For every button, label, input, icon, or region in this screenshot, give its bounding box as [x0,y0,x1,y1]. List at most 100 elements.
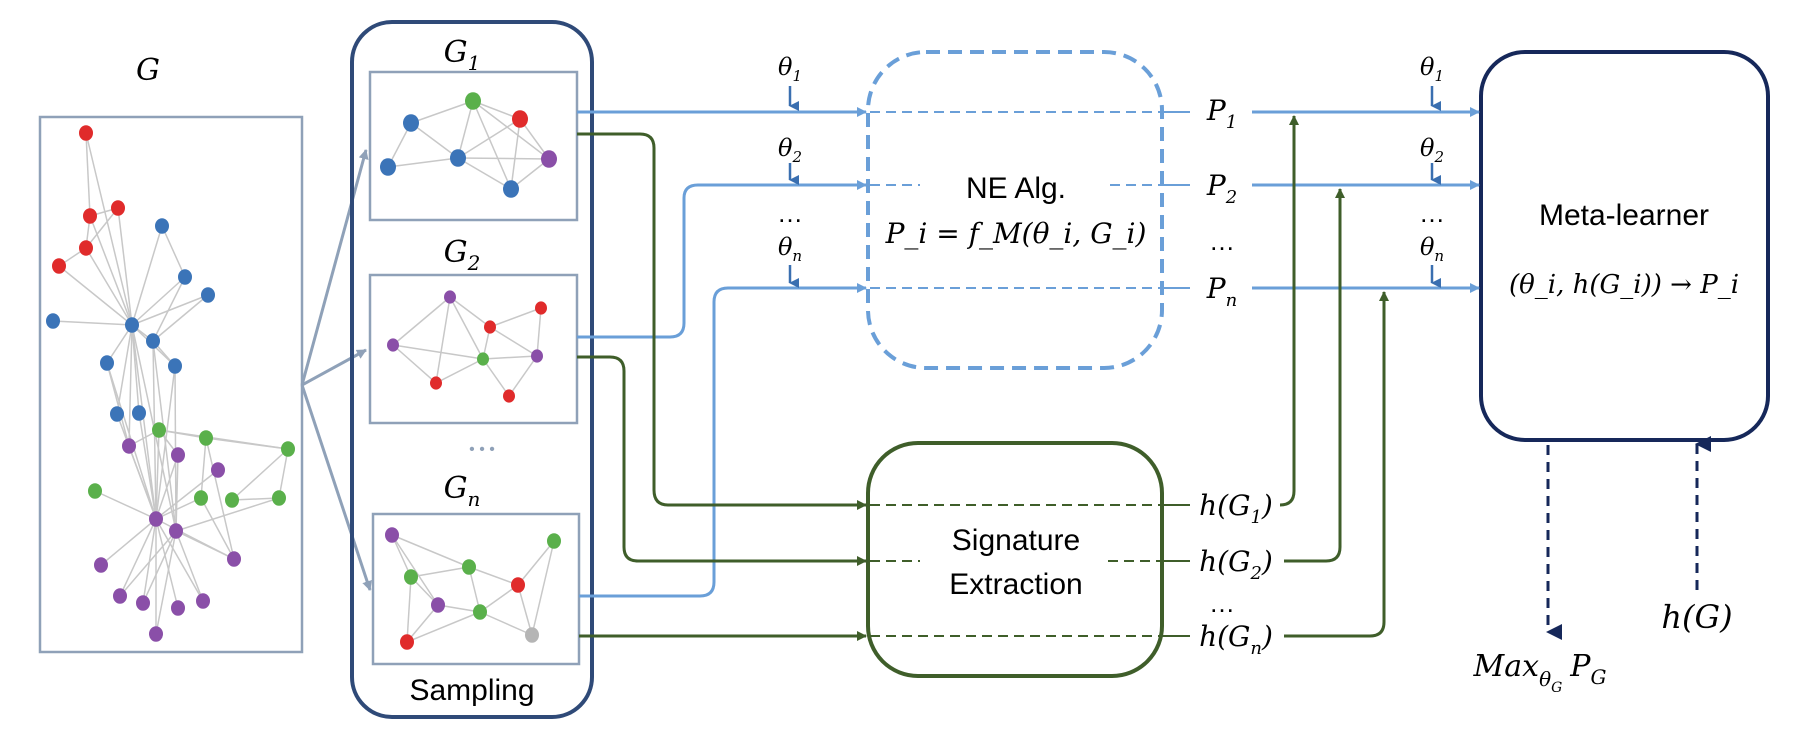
graph-node [178,269,192,285]
graph-node [462,559,476,575]
graph-node [430,376,442,390]
graph-node [149,626,163,642]
graph-edge [391,534,412,578]
meta-learner-box [1479,50,1770,442]
graph-edge [85,132,91,217]
signature-to-meta-lines [1279,115,1389,638]
graph-edge [468,566,481,613]
graph-edge [531,540,555,636]
graph-edge [457,157,550,160]
graph-node [83,208,97,224]
graph-edge [457,157,512,190]
graph-edge [449,296,484,360]
svg-text:MaxθGPG: MaxθGPG [1473,649,1607,696]
graph-edge [449,296,491,328]
graph-node [387,338,399,352]
graph-edge [387,157,459,168]
graph-node [380,158,396,176]
graph-edge [278,448,289,499]
meta-learner-formula: (θ_i, h(G_i)) → P_i [1509,270,1739,300]
graph-edge [175,454,179,532]
graph-edge [231,448,289,501]
graph-edge [155,429,160,520]
theta-meta-1: θ1 [1420,53,1444,111]
svg-text:h(G2): h(G2) [1199,545,1273,584]
sample-ellipsis: • • • [469,441,495,458]
p-label-1: P1 [1206,94,1237,133]
graph-node [503,389,515,403]
graph-node [541,150,557,168]
graph-edge [406,604,439,643]
ne-internal-dashes [870,111,1160,289]
sample-1-frame [368,70,579,222]
graph-edge [482,355,538,360]
graph-edge [100,518,157,566]
svg-text:θ2: θ2 [778,134,802,166]
graph-node [465,92,481,110]
svg-text:θn: θn [778,233,802,265]
graph-edge [435,358,484,384]
ne-output-lines [1160,111,1190,289]
graph-edge [392,344,437,384]
graph-edge [119,530,177,597]
original-graph-label: G [136,53,160,88]
graph-edge [131,225,163,326]
graph-edge [472,100,550,160]
graph-edge [161,225,186,278]
graph-edge [175,530,204,602]
graph-node [547,533,561,549]
graph-edge [200,437,207,499]
svg-text:P2: P2 [1206,169,1237,208]
meta-learner-title: Meta-learner [1539,199,1709,232]
graph-edge [410,122,459,159]
graph-edge [138,412,157,520]
h-ellipsis: … [1209,588,1235,618]
graph-node [227,551,241,567]
graph-node [281,441,295,457]
graph-edge [468,566,519,586]
svg-text:θ1: θ1 [778,53,802,85]
graph-edge [231,497,280,501]
ne-algorithm-box [866,50,1164,370]
graph-edge [117,207,133,326]
p-label-n: Pn [1206,272,1237,311]
graph-node [52,258,66,274]
meta-output-max-label: MaxθGPG [1473,649,1607,696]
signature-extraction-line1: Signature [952,524,1080,557]
graph-node [111,200,125,216]
graph-edge [155,497,202,520]
graph-edge [131,276,186,326]
sample-1-label: G1 [444,35,481,75]
graph-edge [131,324,157,520]
sample-n-frame [371,512,581,666]
graph-node [404,569,418,585]
graph-edge [52,320,133,326]
ne-input-lines [577,107,867,598]
graph-edge [128,324,133,447]
sample-2-label: G2 [444,235,481,275]
graph-node [110,406,124,422]
graph-edge [457,100,474,159]
graph-edge [200,497,235,560]
meta-input-hg-label: h(G) [1661,598,1732,636]
sample-n-label: Gn [444,471,481,511]
original-graph [46,125,295,642]
graph-node [503,180,519,198]
graph-edge [457,118,521,159]
graph-node [484,320,496,334]
graph-node [201,287,215,303]
graph-node [146,333,160,349]
theta-ne-1: θ1 [778,53,802,111]
graph-edge [472,100,521,120]
graph-edge [205,437,235,560]
graph-edge [106,362,130,447]
graph-node [125,317,139,333]
graph-node [169,523,183,539]
sample-1-graph [380,92,557,198]
graph-node [535,301,547,315]
graph-edge [155,469,219,520]
graph-edge [205,437,289,450]
sample-n-graph [385,527,561,650]
graph-node [450,149,466,167]
